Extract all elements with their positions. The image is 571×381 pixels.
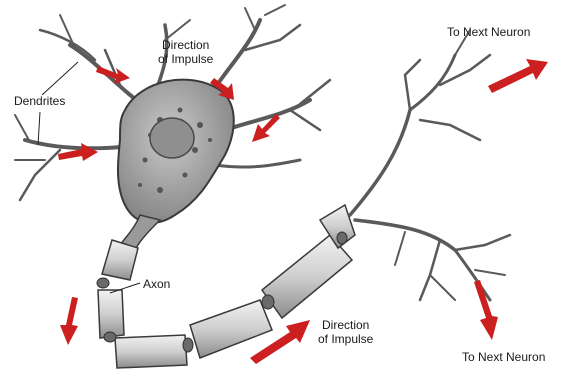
label-direction-bottom-line1: Direction <box>318 318 373 332</box>
label-direction-top: Direction of Impulse <box>158 38 213 66</box>
impulse-arrow <box>474 280 498 340</box>
axon-terminal-branches <box>350 30 510 300</box>
myelin-segment <box>190 300 272 358</box>
impulse-arrow <box>488 59 548 93</box>
impulse-arrow <box>60 297 78 345</box>
myelin-segment <box>102 240 138 280</box>
axon-pointer-line <box>110 283 140 293</box>
label-axon: Axon <box>143 277 170 291</box>
dendrites-pointer-line-2 <box>38 112 40 145</box>
dendrites-pointer-line <box>42 62 78 95</box>
myelin-segment <box>115 335 187 368</box>
label-to-next-neuron-top: To Next Neuron <box>447 25 530 39</box>
label-dendrites: Dendrites <box>14 94 65 108</box>
myelin-segment <box>98 290 124 338</box>
label-direction-top-line2: of Impulse <box>158 52 213 66</box>
nucleus <box>150 118 194 158</box>
label-direction-bottom: Direction of Impulse <box>318 318 373 346</box>
label-direction-bottom-line2: of Impulse <box>318 332 373 346</box>
label-to-next-neuron-bottom: To Next Neuron <box>462 350 545 364</box>
label-direction-top-line1: Direction <box>158 38 213 52</box>
